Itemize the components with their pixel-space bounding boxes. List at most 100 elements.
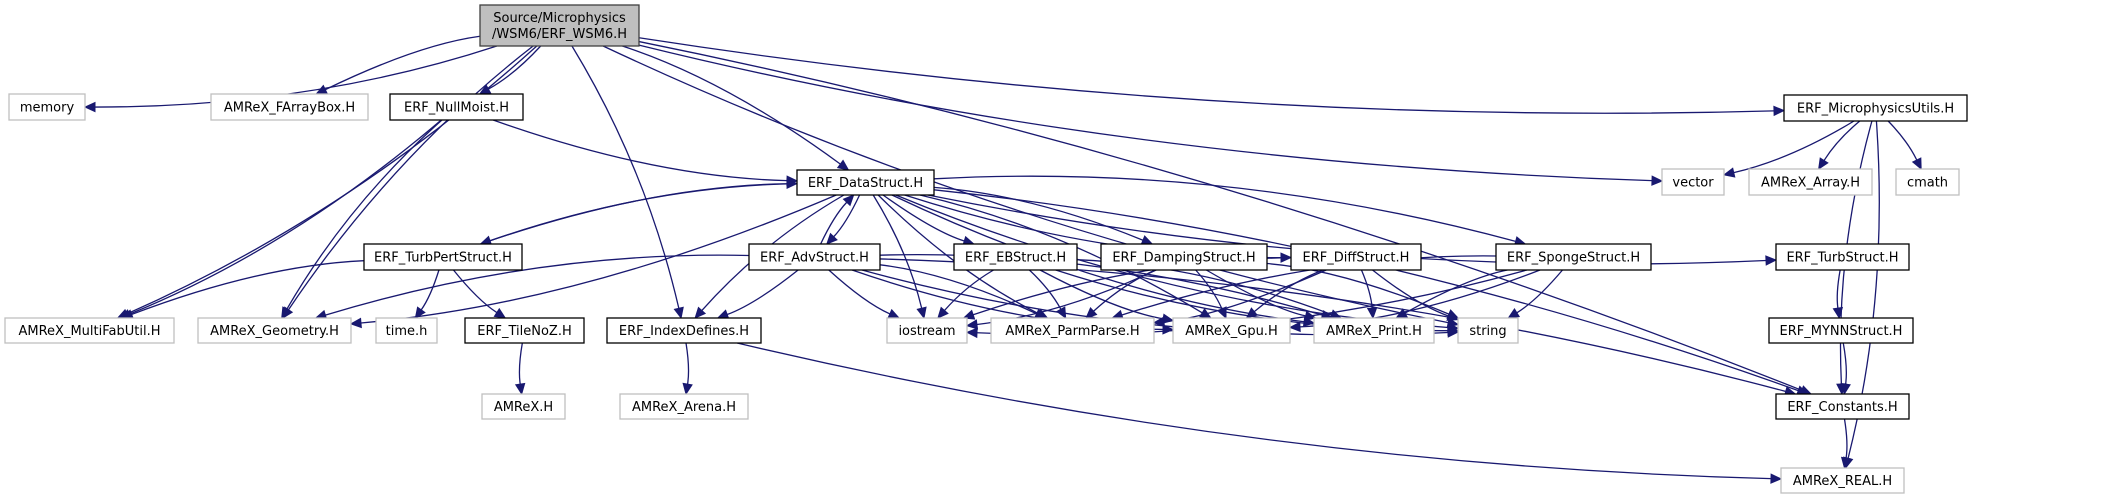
edge-line: [736, 342, 1772, 480]
node-indexdefines[interactable]: ERF_IndexDefines.H: [606, 317, 762, 344]
arrowhead-icon: [965, 327, 978, 339]
node-microutils[interactable]: ERF_MicrophysicsUtils.H: [1783, 94, 1968, 122]
edge-diff-to-gpu: [1245, 269, 1324, 319]
edge-mynn-to-constants: [1840, 342, 1851, 396]
edge-indexdefines-to-arena: [682, 342, 693, 396]
edge-line: [1516, 269, 1563, 314]
edge-line: [1887, 120, 1918, 161]
node-box: [479, 4, 640, 47]
node-label: ERF_EBStruct.H: [965, 251, 1066, 266]
edge-line: [492, 119, 788, 182]
node-box: [953, 243, 1078, 271]
arrowhead-icon: [1770, 473, 1783, 484]
arrowhead-icon: [1773, 105, 1786, 117]
arrowhead-icon: [1840, 382, 1851, 396]
node-label: ERF_Constants.H: [1787, 400, 1897, 415]
node-label: ERF_DampingStruct.H: [1112, 251, 1255, 266]
edge-line: [820, 201, 848, 245]
node-box: [375, 317, 438, 344]
edge-line: [833, 194, 861, 238]
node-multifabutil: AMReX_MultiFabUtil.H: [4, 317, 175, 344]
node-box: [606, 317, 762, 344]
edge-line: [571, 45, 680, 309]
node-turbpert[interactable]: ERF_TurbPertStruct.H: [363, 243, 523, 271]
edge-line: [1842, 342, 1847, 385]
edge-line: [488, 45, 542, 90]
edge-line: [1823, 120, 1861, 161]
node-box: [4, 317, 175, 344]
edge-adv-to-datastruct: [820, 194, 855, 245]
edge-line: [1404, 269, 1508, 314]
node-farraybox: AMReX_FArrayBox.H: [210, 93, 369, 121]
node-label: AMReX_Gpu.H: [1185, 324, 1277, 339]
node-label: time.h: [386, 324, 428, 339]
arrowhead-icon: [1446, 311, 1460, 321]
node-box: [464, 317, 585, 344]
node-eb[interactable]: ERF_EBStruct.H: [953, 243, 1078, 271]
node-box: [1457, 317, 1519, 344]
node-nullmoist[interactable]: ERF_NullMoist.H: [389, 93, 524, 121]
node-box: [1895, 168, 1960, 196]
node-box: [1775, 393, 1910, 420]
edge-root-to-indexdefines: [571, 45, 684, 320]
edge-line: [1205, 269, 1306, 317]
node-damping[interactable]: ERF_DampingStruct.H: [1100, 243, 1268, 271]
arrowhead-icon: [414, 306, 426, 319]
node-label: ERF_SpongeStruct.H: [1507, 251, 1640, 266]
edge-line: [1843, 418, 1848, 459]
node-label: AMReX_Print.H: [1326, 324, 1422, 339]
edge-line: [726, 269, 799, 316]
node-constants[interactable]: ERF_Constants.H: [1775, 393, 1910, 420]
edge-line: [129, 119, 442, 315]
edge-turbpert-to-timeh: [414, 269, 440, 319]
edge-root-to-microutils: [638, 37, 1786, 117]
arrowhead-icon: [1085, 307, 1098, 319]
edge-line: [452, 269, 498, 314]
edge-datastruct-to-geometry: [349, 194, 837, 329]
edge-line: [685, 342, 690, 385]
node-datastruct[interactable]: ERF_DataStruct.H: [796, 169, 935, 196]
edge-datastruct-to-iostream: [872, 194, 927, 320]
edge-diff-to-print: [1360, 269, 1378, 320]
edge-line: [420, 269, 440, 311]
edge-indexdefines-to-real: [736, 342, 1783, 484]
edge-eb-to-parmparse: [1028, 269, 1067, 320]
arrowhead-icon: [916, 306, 927, 320]
edge-tilenoz-to-amrex: [514, 342, 526, 396]
arrowhead-icon: [694, 306, 707, 319]
edge-datastruct-to-sponge: [933, 175, 1527, 247]
node-real: AMReX_REAL.H: [1780, 467, 1905, 494]
node-sponge[interactable]: ERF_SpongeStruct.H: [1495, 243, 1652, 271]
node-adv[interactable]: ERF_AdvStruct.H: [748, 243, 881, 271]
arrowhead-icon: [1651, 175, 1664, 186]
node-mynn[interactable]: ERF_MYNNStruct.H: [1768, 317, 1914, 344]
arrowhead-icon: [836, 159, 850, 171]
arrowhead-icon: [673, 306, 684, 320]
edge-damping-to-parmparse: [1085, 269, 1156, 319]
node-label: cmath: [1907, 176, 1948, 191]
edge-line: [828, 269, 891, 315]
node-amrex: AMReX.H: [481, 393, 566, 420]
node-box: [1290, 243, 1422, 271]
edge-line: [933, 186, 1144, 241]
edge-line: [638, 40, 1802, 391]
node-array: AMReX_Array.H: [1748, 168, 1873, 196]
node-box: [8, 93, 86, 121]
node-tilenoz[interactable]: ERF_TileNoZ.H: [464, 317, 585, 344]
node-turb[interactable]: ERF_TurbStruct.H: [1775, 243, 1910, 271]
node-diff[interactable]: ERF_DiffStruct.H: [1290, 243, 1422, 271]
edge-line: [622, 45, 841, 165]
edge-line: [1253, 269, 1324, 313]
edge-line: [872, 194, 923, 309]
node-box: [796, 169, 935, 196]
node-box: [990, 317, 1155, 344]
node-box: [1780, 467, 1905, 494]
node-label: AMReX.H: [494, 400, 553, 415]
edge-line: [480, 183, 788, 245]
edge-microutils-to-vector: [1722, 120, 1855, 178]
edge-adv-to-indexdefines: [716, 269, 799, 320]
node-root[interactable]: Source/Microphysics/WSM6/ERF_WSM6.H: [479, 4, 640, 47]
edge-turbpert-to-multifabutil: [121, 260, 365, 320]
edge-line: [286, 119, 443, 310]
